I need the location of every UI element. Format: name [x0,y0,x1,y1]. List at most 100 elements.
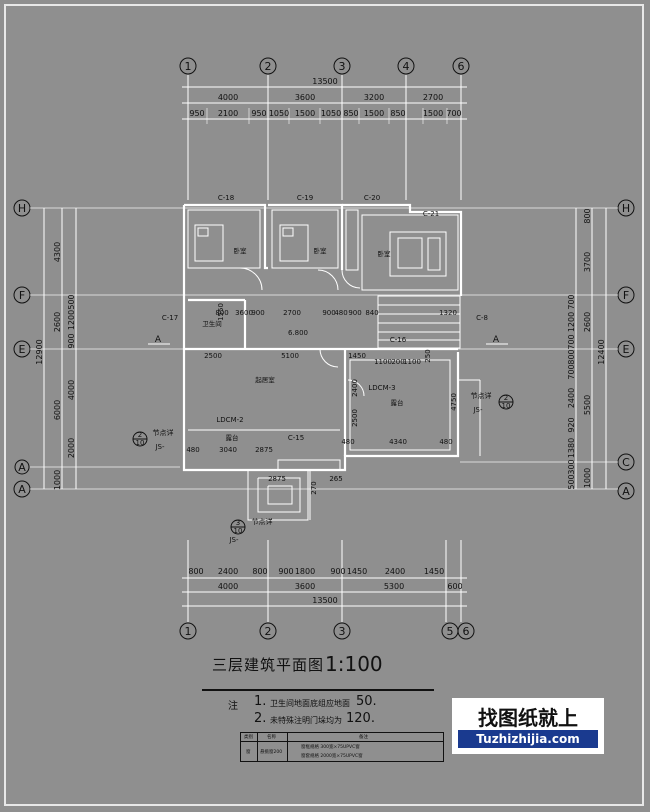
dim-right-sub: 1380 [567,438,576,458]
dim-right-sub: 1200 [567,312,576,332]
node-detail-label: 节点详 [471,391,492,400]
dim-right-sub: 700 [567,294,576,309]
bottom-axis-bubbles: 1 2 3 5 6 [179,622,475,640]
node-detail-label: 节点详 [153,428,174,437]
dim-left: 4300 [53,242,62,262]
door-window-table: 类别 名称 备注 窗 悬挑窗200 窗框规格 300宽×75UPVC窗 窗套规格… [240,732,444,762]
dim-left-sub: 500 [67,294,76,309]
dim-inner: 480 [334,309,347,317]
dim-inner: 250 [424,349,432,362]
note-1-text: 卫生间地面底组应地面 [270,699,350,708]
dim-left-total: 12900 [35,339,44,364]
axis-label: 6 [458,60,465,73]
window-c8: C-8 [476,314,488,322]
dim-right: 800 [583,208,592,223]
dim-bottom-sub: 1450 [347,567,367,576]
table-cell: 窗框规格 300宽×75UPVC窗 [301,745,360,750]
axis-label: 5 [447,625,454,638]
dim-inner: 1450 [348,352,366,360]
dim-inner: 480 [439,438,452,446]
dim-top: 4000 [218,93,238,102]
section-mark-right: A [493,335,500,345]
notes-prefix: 注 [228,701,238,712]
dim-left-sub: 900 [67,333,76,348]
dim-top-sub: 1500 [423,109,443,118]
dim-inner: 3600 [235,309,253,317]
axis-bubble-6-top [452,57,470,75]
dim-inner: 480 [186,446,199,454]
dim-right: 2600 [583,312,592,332]
axis-bubble-2-top [259,57,277,75]
window-c18: C-18 [218,194,234,202]
dim-top: 3200 [364,93,384,102]
dim-right-sub: 700 [567,334,576,349]
axis-label: 3 [339,625,346,638]
dim-right-sub: 700 [567,364,576,379]
dim-right-sub: 2400 [567,388,576,408]
drawing-scale: 1:100 [325,652,383,676]
room-terrace-1: 露台 [391,398,404,407]
ldcm-label: LDCM-3 [368,384,395,392]
brand-watermark: 找图纸就上 Tuzhizhijia.com [452,698,604,754]
dim-inner: 1320 [439,309,457,317]
dim-right: 3700 [583,252,592,272]
window-c20: C-20 [364,194,380,202]
node-detail-num: 2 [138,431,142,439]
dim-bottom-sub: 900 [330,567,345,576]
dim-right-sub: 500 [567,474,576,489]
axis-label: C [622,456,630,469]
dim-right: 5500 [583,395,592,415]
dim-inner: 1550 [217,303,225,321]
note-2-value: 120. [346,711,375,726]
drawing-title: 三层建筑平面图 [212,656,325,674]
dim-inner: 265 [329,475,342,483]
note-2-number: 2. [254,711,267,726]
dim-top-sub: 950 [251,109,266,118]
dim-bottom: 4000 [218,582,238,591]
axis-label: 3 [339,60,346,73]
window-c15: C-15 [288,434,304,442]
node-detail-den: 10 [234,527,243,535]
dim-top-sub: 700 [446,109,461,118]
axis-label: 1 [185,60,192,73]
dim-top: 3600 [295,93,315,102]
window-labels: C-18 C-19 C-20 C-21 C-17 C-8 C-16 C-15 [162,194,488,442]
table-header: 名称 [267,735,276,740]
dim-right: 1000 [583,468,592,488]
axis-label: E [19,343,26,356]
interior-dimensions: 1550 800 3600 900 2700 900 480 900 840 1… [186,303,458,495]
note-1-value: 50. [356,694,377,709]
window-c19: C-19 [297,194,313,202]
dim-left: 6000 [53,400,62,420]
window-c21: C-21 [423,210,439,218]
table-cell: 窗 [246,750,251,755]
dim-bottom-sub: 2400 [385,567,405,576]
section-marks: A A [148,335,508,345]
table-cell: 窗套规格 2000宽×75UPVC窗 [301,754,363,759]
axis-label: F [19,289,25,302]
room-terrace-2: 露台 [226,433,239,442]
dim-inner: 2500 [204,352,222,360]
axis-label: H [18,202,26,215]
dim-total-top: 13500 [312,77,337,86]
dim-inner: 900 [251,309,264,317]
dim-bottom-sub: 800 [252,567,267,576]
note-2-text: 未特殊注明门垛均为 [270,716,342,725]
axis-label: A [622,485,630,498]
brand-chinese: 找图纸就上 [478,706,578,730]
room-living: 起居室 [255,375,275,384]
room-bedroom-1: 卧室 [234,246,248,255]
drawing-frame [4,4,644,806]
axis-label: A [18,483,26,496]
right-dimensions: 12400 800 3700 2600 5500 1000 700 1200 7… [567,208,607,490]
dim-bottom-sub: 1450 [424,567,444,576]
brand-url: Tuzhizhijia.com [458,730,598,748]
dim-inner: 480 [341,438,354,446]
dim-right-total: 12400 [597,339,606,364]
dim-bottom-sub: 800 [188,567,203,576]
axis-label: 6 [463,625,470,638]
axis-label: H [622,202,630,215]
node-detail-label: 节点详 [252,517,273,526]
table-cell: 悬挑窗200 [260,750,283,755]
